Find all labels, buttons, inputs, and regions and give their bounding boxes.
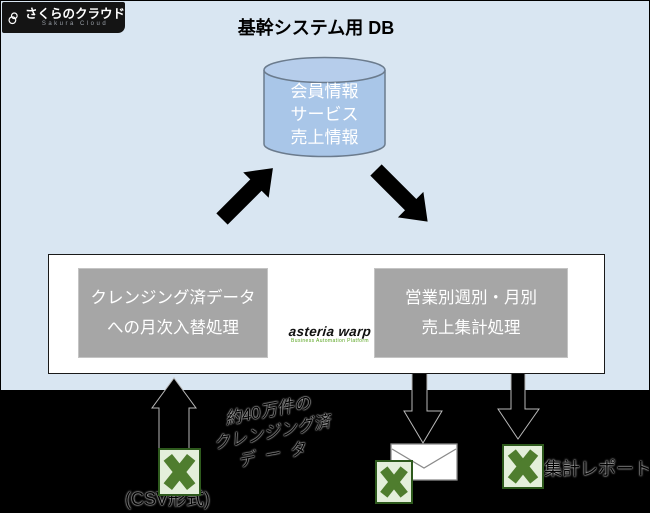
database-label-line1: 会員情報 — [290, 82, 359, 101]
logo-subtitle: Sakura Cloud — [41, 21, 109, 27]
asteria-warp-logo: asteria warp Business Automation Platfor… — [277, 283, 383, 344]
excel-file-icon-csv — [158, 448, 201, 496]
process-aggregation-line2: 売上集計処理 — [421, 319, 521, 337]
process-cleansing-line1: クレンジング済データ — [90, 289, 256, 307]
cloud-icon — [8, 11, 18, 24]
sakura-cloud-logo: さくらのクラウド Sakura Cloud — [2, 2, 125, 33]
process-box-cleansing: クレンジング済データ への月次入替処理 — [78, 268, 268, 358]
arrow-up-to-db-icon — [216, 168, 273, 225]
excel-file-icon-mail — [375, 460, 413, 504]
logo-title: さくらのクラウド — [24, 7, 125, 21]
database-label-line2: サービス — [290, 105, 359, 124]
database-cylinder-icon — [263, 56, 386, 158]
process-aggregation-line1: 営業別週別・月別 — [405, 289, 537, 307]
process-box-aggregation: 営業別週別・月別 売上集計処理 — [374, 268, 568, 358]
excel-file-icon-report — [502, 444, 544, 489]
report-label: 集計レポート — [544, 459, 650, 479]
asteria-warp-tagline: Business Automation Platform — [291, 338, 369, 344]
process-cleansing-line2: への月次入替処理 — [107, 319, 239, 337]
page-title: 基幹システム用 DB — [237, 18, 395, 38]
arrow-down-from-db-icon — [370, 164, 428, 222]
excel-x-glyph — [163, 454, 196, 490]
database-label-line3: 売上情報 — [290, 128, 359, 147]
logo-text: さくらのクラウド Sakura Cloud — [25, 7, 125, 28]
arrow-down-to-report-icon — [497, 372, 540, 440]
excel-x-glyph — [507, 449, 539, 484]
arrow-up-from-csv-icon — [151, 377, 197, 450]
excel-x-glyph — [380, 466, 408, 498]
arrow-down-to-mail-icon — [403, 372, 443, 444]
asteria-warp-wordmark: asteria warp — [288, 324, 372, 339]
database-label: 会員情報 サービス 売上情報 — [263, 80, 386, 149]
